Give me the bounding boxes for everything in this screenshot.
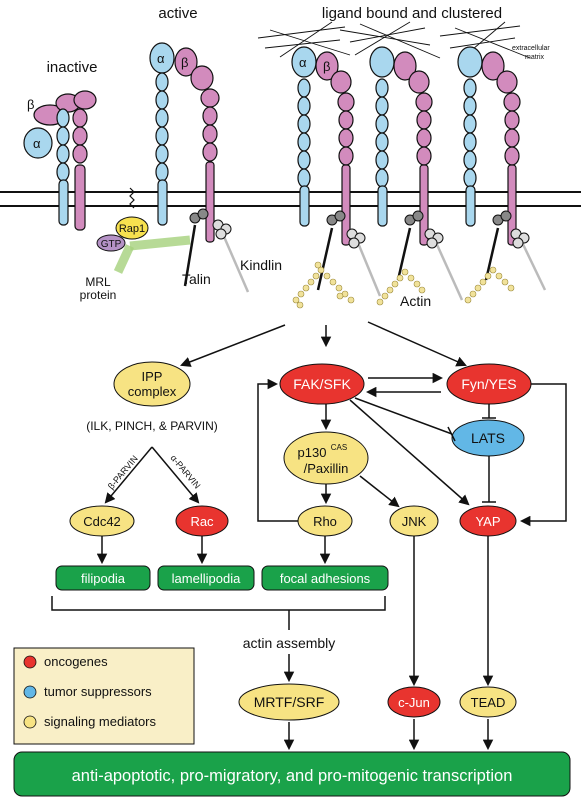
integrin-clustered-3 <box>457 46 521 246</box>
tead-label: TEAD <box>471 695 506 710</box>
integrin-inactive <box>23 90 97 231</box>
jnk-label: JNK <box>402 514 427 529</box>
top-arrows <box>180 321 467 367</box>
rho-label: Rho <box>313 514 337 529</box>
filipodia-label: filipodia <box>81 571 126 586</box>
legend-box <box>13 647 195 745</box>
transcription-bar <box>13 751 571 797</box>
inhibition-lines <box>354 397 496 503</box>
fak-fyn-arrows <box>365 372 444 398</box>
active-beta-label: β <box>181 55 188 70</box>
cascade-arrows <box>96 399 470 565</box>
inactive-alpha-label: α <box>33 136 41 151</box>
cdc42-label: Cdc42 <box>83 514 121 529</box>
mrtf-srf-node <box>238 683 340 721</box>
header-clustered: ligand bound and clustered <box>322 5 502 22</box>
c-jun-node <box>387 686 441 718</box>
actin-label: Actin <box>400 293 431 309</box>
transcription-label: anti-apoptotic, pro-migratory, and pro-m… <box>72 767 513 785</box>
filipodia-box <box>55 565 151 591</box>
legend-items: oncogenes tumor suppressors signaling medi… <box>23 654 157 729</box>
ipp-branch-arrows <box>104 446 200 504</box>
yap-label: YAP <box>475 514 500 529</box>
cytoskeleton-bracket <box>51 596 386 611</box>
legend-swatch <box>23 715 37 729</box>
kindlin-rod <box>220 231 250 293</box>
ipp-label-2: complex <box>128 384 177 399</box>
rap1-shape <box>115 216 149 240</box>
ecm-label-2: matrix <box>525 54 545 61</box>
kindlin-label: Kindlin <box>240 257 282 273</box>
legend-label: tumor suppressors <box>44 684 152 699</box>
lamellipodia-box <box>157 565 255 591</box>
integrin-active <box>149 42 220 243</box>
rac-label: Rac <box>190 514 214 529</box>
ecm-label: extracellular <box>512 45 550 52</box>
fyn-yes-label: Fyn/YES <box>461 376 516 392</box>
ipp-complex-node <box>113 361 191 407</box>
tead-node <box>459 686 517 718</box>
focal-adhesions-box <box>261 565 389 591</box>
transcription-arrows <box>283 719 494 751</box>
mrtf-srf-label: MRTF/SRF <box>254 694 325 710</box>
actin-filaments <box>292 261 515 309</box>
integrin-clustered-1 <box>291 46 355 246</box>
actin-assembly-label: actin assembly <box>243 635 336 651</box>
p130-label: p130 <box>298 445 327 460</box>
mrl-label: MRL <box>85 275 111 289</box>
lamellipodia-label: lamellipodia <box>172 571 241 586</box>
talin-label: Talin <box>182 271 211 287</box>
feedback-loops <box>257 378 567 527</box>
fak-sfk-label: FAK/SFK <box>293 376 351 392</box>
lats-label: LATS <box>471 430 505 446</box>
clustered-alpha-label: α <box>299 55 307 70</box>
gtp-shape <box>96 234 126 252</box>
legend-swatch <box>23 685 37 699</box>
paxillin-label: /Paxillin <box>304 461 349 476</box>
gtp-label: GTP <box>101 239 122 250</box>
mrl-protein-shape <box>129 235 191 251</box>
clustered-beta-label: β <box>323 59 330 74</box>
clustered-adaptors <box>316 210 547 301</box>
fak-sfk-node <box>279 363 365 405</box>
header-inactive: inactive <box>47 59 98 76</box>
active-alpha-label: α <box>157 51 165 66</box>
focal-adhesions-label: focal adhesions <box>280 571 371 586</box>
lipid-anchor <box>129 187 135 209</box>
header-active: active <box>158 5 197 22</box>
c-jun-label: c-Jun <box>398 695 430 710</box>
talin-rod <box>183 224 197 287</box>
mrl-label-2: protein <box>80 288 117 302</box>
mrl-protein-shape-2 <box>113 244 135 274</box>
integrin-clustered-2 <box>369 46 433 246</box>
legend-swatch <box>23 655 37 669</box>
p130-sup-label: CAS <box>331 443 347 452</box>
legend-label: signaling mediators <box>44 714 157 729</box>
inactive-beta-label: β <box>27 97 34 112</box>
legend-label: oncogenes <box>44 654 108 669</box>
lats-node <box>451 419 525 457</box>
beta-parvin-label: β-PARVIN <box>106 454 140 492</box>
ipp-members-label: (ILK, PINCH, & PARVIN) <box>86 419 218 433</box>
ipp-label: IPP <box>142 369 163 384</box>
rap1-label: Rap1 <box>119 223 145 235</box>
